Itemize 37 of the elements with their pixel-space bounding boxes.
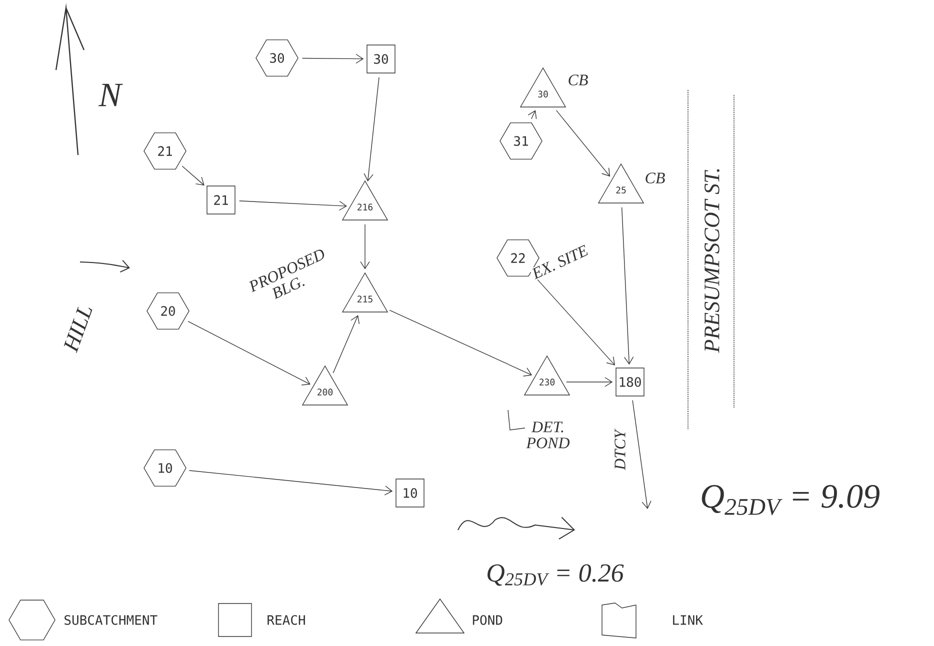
arrow (360, 224, 370, 270)
subcatchment-hexagon: 30 (256, 39, 298, 77)
edge-label: DTCY (614, 428, 626, 472)
arrow (566, 377, 613, 387)
legend-text: SUBCATCHMENT (64, 615, 158, 625)
arrow (621, 207, 634, 365)
legend-text: LINK (673, 615, 703, 625)
reach-box: 30 (366, 44, 396, 74)
handwritten-note: Q$_{25DV}$ = 9.09 (702, 484, 880, 516)
note-text: DET. POND (526, 422, 570, 448)
edge-label: EX. SITE (529, 243, 591, 281)
arrow (188, 470, 393, 496)
handwritten-note: N (98, 84, 123, 106)
arrow (528, 110, 537, 120)
subcatchment-hexagon: 10 (144, 449, 186, 487)
handwritten-note: HILL (64, 306, 92, 354)
arrow (364, 76, 380, 182)
subcatchment-hexagon: 21 (144, 132, 186, 170)
reach-box: 180 (616, 368, 644, 396)
subcatchment-hexagon: 20 (146, 292, 190, 330)
reach-box: 10 (396, 478, 424, 508)
arrow (632, 400, 652, 510)
reach-box: 21 (206, 186, 236, 214)
note-text: CB (646, 172, 665, 184)
arrow (389, 310, 532, 376)
subcatchment-hexagon: 31 (500, 122, 542, 160)
arrow (332, 315, 360, 374)
handwritten-note: PRESUMPSCOT ST. (704, 169, 720, 353)
arrow (182, 166, 204, 186)
arrow (302, 54, 364, 64)
arrow (556, 110, 610, 177)
legend-text: POND (472, 615, 502, 625)
arrow (188, 321, 310, 386)
handwritten-note: Q$_{25DV}$ = 0.26 (488, 564, 624, 586)
legend-text: REACH (268, 615, 305, 625)
note-text: CB (568, 74, 588, 86)
arrow (239, 200, 348, 211)
